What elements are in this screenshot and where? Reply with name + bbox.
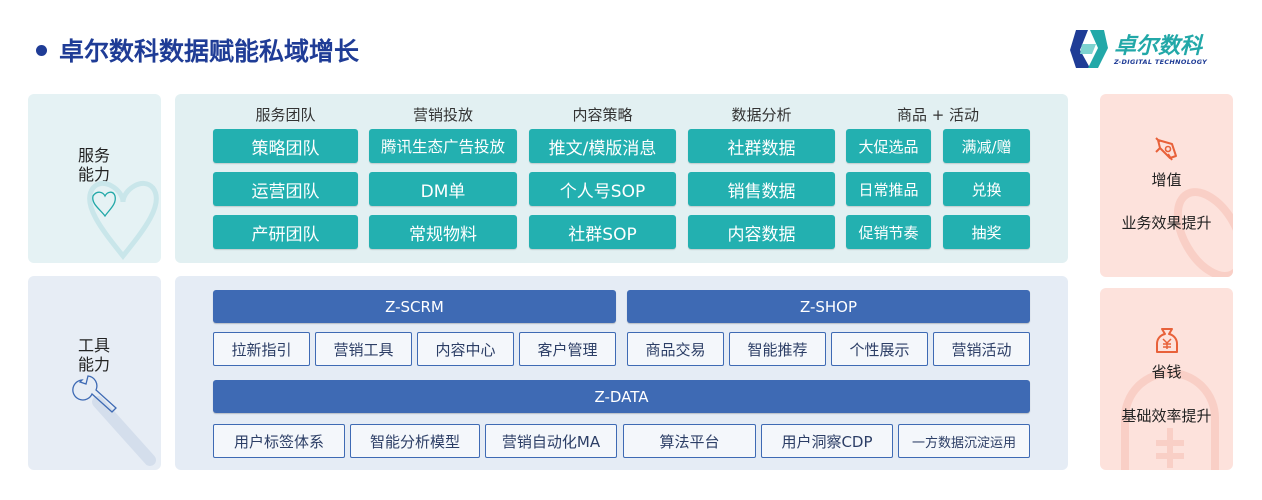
logo-subtitle: Z-DIGITAL TECHNOLOGY (1114, 58, 1208, 66)
save-desc: 基础效率提升 (1121, 407, 1212, 425)
service-item: 日常推品 (846, 172, 931, 206)
service-item: 社群数据 (688, 129, 835, 163)
money-bag-icon (1155, 328, 1179, 353)
service-item: 满减/赠 (943, 129, 1030, 163)
service-item: 社群SOP (529, 215, 676, 249)
z-scrm-bar: Z-SCRM (213, 290, 616, 323)
column-header: 服务团队 (255, 106, 316, 124)
data-item: 营销自动化MA (485, 424, 617, 458)
service-item: DM单 (369, 172, 517, 206)
value-panel (1100, 94, 1233, 277)
service-item: 策略团队 (213, 129, 358, 163)
tools-label-1: 工具 (78, 336, 111, 355)
title-text: 卓尔数科数据赋能私域增长 (59, 37, 360, 66)
service-item: 抽奖 (943, 215, 1030, 249)
wrench-icon (72, 375, 156, 466)
scrm-item: 营销工具 (315, 332, 412, 366)
bullet-dot (36, 44, 47, 56)
data-item: 智能分析模型 (350, 424, 480, 458)
service-label-panel: 服务能力 (28, 94, 161, 263)
value-desc: 业务效果提升 (1121, 214, 1212, 232)
service-label-2: 能力 (78, 165, 111, 184)
service-item: 产研团队 (213, 215, 358, 249)
column-header: 商品 + 活动 (896, 106, 980, 124)
scrm-item: 客户管理 (519, 332, 616, 366)
service-label-1: 服务 (78, 146, 111, 165)
tools-label-panel: 工具能力 (28, 276, 161, 470)
data-item: 一方数据沉淀运用 (898, 424, 1030, 458)
z-shop-bar: Z-SHOP (627, 290, 1030, 323)
data-item: 算法平台 (623, 424, 756, 458)
service-item: 运营团队 (213, 172, 358, 206)
shop-item: 智能推荐 (729, 332, 826, 366)
service-item: 腾讯生态广告投放 (369, 129, 517, 163)
money-bg-icon (1121, 369, 1219, 470)
data-item: 用户洞察CDP (761, 424, 893, 458)
logo-mark-icon (1070, 30, 1108, 68)
column-header: 营销投放 (412, 106, 473, 124)
data-item: 用户标签体系 (213, 424, 345, 458)
service-item: 大促选品 (846, 129, 931, 163)
page-title: 卓尔数科数据赋能私域增长 (36, 32, 359, 68)
service-item: 常规物料 (369, 215, 517, 249)
rocket-bg-icon (1173, 188, 1233, 277)
column-header: 内容策略 (572, 106, 633, 124)
rocket-icon (1155, 137, 1177, 161)
save-panel (1100, 288, 1233, 470)
service-item: 推文/模版消息 (529, 129, 676, 163)
tools-label-2: 能力 (78, 355, 111, 374)
service-item: 兑换 (943, 172, 1030, 206)
logo: 卓尔数科 Z-DIGITAL TECHNOLOGY (1068, 26, 1228, 72)
shop-item: 营销活动 (933, 332, 1030, 366)
shop-item: 个性展示 (831, 332, 928, 366)
scrm-item: 内容中心 (417, 332, 514, 366)
heart-icon (87, 180, 159, 261)
shop-item: 商品交易 (627, 332, 724, 366)
logo-name: 卓尔数科 (1114, 34, 1203, 59)
value-title: 增值 (1151, 171, 1182, 189)
service-item: 个人号SOP (529, 172, 676, 206)
column-header: 数据分析 (731, 106, 792, 124)
service-item: 销售数据 (688, 172, 835, 206)
z-data-bar: Z-DATA (213, 380, 1030, 413)
service-item: 促销节奏 (846, 215, 931, 249)
scrm-item: 拉新指引 (213, 332, 310, 366)
save-title: 省钱 (1151, 363, 1182, 381)
service-item: 内容数据 (688, 215, 835, 249)
